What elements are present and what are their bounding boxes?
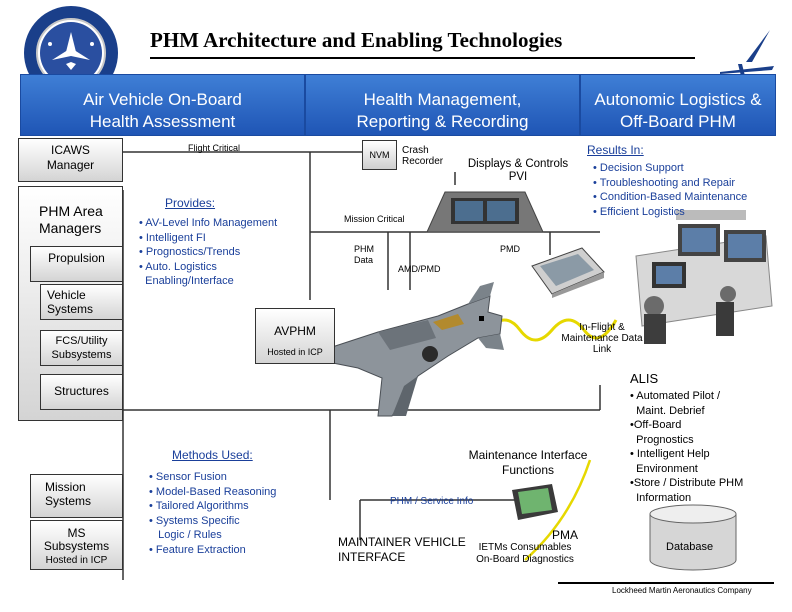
page-title: PHM Architecture and Enabling Technologi… xyxy=(150,28,563,52)
maint-interface-label: Maintenance Interface Functions xyxy=(468,448,588,477)
header-logistics-text: Autonomic Logistics & Off-Board PHM xyxy=(594,90,762,131)
provides-item: • Prognostics/Trends xyxy=(139,246,241,258)
methods-item: • Systems Specific xyxy=(149,514,240,527)
alis-heading: ALIS xyxy=(630,371,659,386)
icaws-manager-box: ICAWS Manager xyxy=(18,138,123,182)
pmd-label: PMD xyxy=(500,244,520,254)
footer-rule xyxy=(558,582,774,584)
methods-item: • Feature Extraction xyxy=(149,543,246,556)
crash-recorder-label: Crash Recorder xyxy=(402,145,444,167)
pma-label: PMA xyxy=(552,528,579,542)
structures-box: Structures xyxy=(40,374,123,410)
header-reporting: Health Management, Reporting & Recording xyxy=(305,74,580,136)
results-item: • Condition-Based Maintenance xyxy=(593,191,748,203)
cockpit-display-icon xyxy=(425,186,545,234)
propulsion-box: Propulsion xyxy=(30,246,123,282)
mission-systems-box: Mission Systems xyxy=(30,474,123,518)
provides-item: • AV-Level Info Management xyxy=(139,217,278,229)
results-list: • Decision Support • Troubleshooting and… xyxy=(593,161,747,219)
methods-item: • Tailored Algorithms xyxy=(149,500,249,512)
alis-item: •Store / Distribute PHM xyxy=(630,477,744,489)
footer-company: Lockheed Martin Aeronautics Company xyxy=(612,586,752,595)
alis-item: Maint. Debrief xyxy=(630,404,705,417)
pma-tablet-icon xyxy=(508,482,560,522)
ms-subsystems-label: MS Subsystems xyxy=(43,526,110,553)
ietms-label: IETMs Consumables On-Board Diagnostics xyxy=(476,542,574,565)
vehicle-systems-label: Vehicle Systems xyxy=(47,288,94,316)
alis-item: Information xyxy=(630,491,692,504)
database-label: Database xyxy=(666,541,714,553)
provides-list: • AV-Level Info Management • Intelligent… xyxy=(139,216,277,289)
phm-area-label: PHM Area Managers xyxy=(39,203,103,236)
results-item: • Efficient Logistics xyxy=(593,205,685,218)
nvm-box: NVM xyxy=(362,140,397,170)
displays-controls-label: Displays & Controls PVI xyxy=(467,158,569,183)
avphm-hosted-icp: Hosted in ICP xyxy=(267,347,323,357)
icaws-label: ICAWS Manager xyxy=(46,143,95,172)
maintainer-interface-label: MAINTAINER VEHICLE INTERFACE xyxy=(338,535,466,564)
datalink-marker xyxy=(479,316,484,321)
mission-systems-label: Mission Systems xyxy=(45,480,92,508)
structures-label: Structures xyxy=(54,384,109,398)
alis-list: • Automated Pilot / Maint. Debrief •Off-… xyxy=(630,389,743,505)
results-heading: Results In: xyxy=(587,143,644,157)
alis-item: Environment xyxy=(630,462,698,475)
nvm-label: NVM xyxy=(369,150,390,160)
phm-service-label: PHM / Service Info xyxy=(390,496,474,507)
methods-item: Logic / Rules xyxy=(149,529,222,541)
methods-item: • Sensor Fusion xyxy=(149,471,227,483)
methods-item: • Model-Based Reasoning xyxy=(149,485,277,498)
avphm-box: AVPHM Hosted in ICP xyxy=(255,308,335,364)
avphm-label: AVPHM xyxy=(274,324,316,338)
f35-aircraft-icon xyxy=(318,276,508,422)
vehicle-systems-box: Vehicle Systems xyxy=(40,284,123,320)
alis-item: Prognostics xyxy=(630,433,694,446)
provides-item: • Auto. Logistics xyxy=(139,260,217,273)
header-onboard-text: Air Vehicle On-Board Health Assessment xyxy=(83,90,242,131)
methods-heading: Methods Used: xyxy=(172,448,253,462)
provides-item: Enabling/Interface xyxy=(139,275,234,287)
database-icon xyxy=(648,504,738,572)
mission-critical-label: Mission Critical xyxy=(344,214,405,224)
header-reporting-text: Health Management, Reporting & Recording xyxy=(356,90,529,131)
datalink-wave xyxy=(486,318,618,342)
fcs-label: FCS/Utility Subsystems xyxy=(51,335,112,361)
header-onboard: Air Vehicle On-Board Health Assessment xyxy=(20,74,305,136)
amd-pmd-label: AMD/PMD xyxy=(398,264,441,274)
methods-list: • Sensor Fusion • Model-Based Reasoning … xyxy=(149,470,276,557)
provides-item: • Intelligent FI xyxy=(139,231,206,244)
pmd-device-icon xyxy=(526,246,608,298)
header-logistics: Autonomic Logistics & Off-Board PHM xyxy=(580,74,776,136)
phm-data-label: PHM Data xyxy=(354,244,374,265)
flight-critical-label: Flight Critical xyxy=(188,143,241,153)
ms-hosted-icp: Hosted in ICP xyxy=(45,555,108,566)
ground-workstation-icon xyxy=(616,206,774,352)
fcs-utility-box: FCS/Utility Subsystems xyxy=(40,330,123,366)
provides-heading: Provides: xyxy=(165,196,216,210)
propulsion-label: Propulsion xyxy=(48,251,105,265)
alis-item: • Automated Pilot / xyxy=(630,390,721,402)
datalink-label: In-Flight & Maintenance Data Link xyxy=(561,322,643,355)
alis-item: •Off-Board xyxy=(630,419,682,431)
title-rule xyxy=(150,57,695,59)
results-item: • Troubleshooting and Repair xyxy=(593,176,736,189)
results-item: • Decision Support xyxy=(593,162,684,174)
alis-item: • Intelligent Help xyxy=(630,448,710,460)
ms-subsystems-box: MS Subsystems Hosted in ICP xyxy=(30,520,123,570)
